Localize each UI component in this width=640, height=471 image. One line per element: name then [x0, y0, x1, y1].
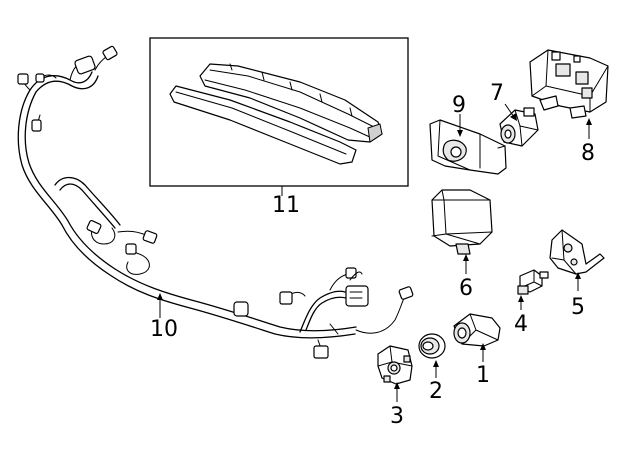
label-part-3: 3	[390, 404, 404, 429]
part-7-camera	[499, 107, 539, 147]
part-11-detail-box	[149, 37, 409, 187]
part-5-sensor-bracket	[549, 229, 605, 275]
label-part-5: 5	[571, 295, 585, 320]
part-labels: 11 10 9 7 8 6 5 4 1 2 3	[150, 81, 595, 429]
part-8-camera-bracket	[529, 49, 609, 119]
label-part-1: 1	[476, 363, 490, 388]
label-part-7: 7	[490, 81, 504, 106]
part-3-sensor-holder	[377, 345, 413, 385]
part-2-sensor-ring	[418, 333, 446, 359]
label-part-6: 6	[459, 276, 473, 301]
label-part-10: 10	[150, 317, 178, 342]
label-part-9: 9	[452, 93, 466, 118]
part-10-wiring-harness	[17, 45, 414, 359]
label-part-4: 4	[514, 312, 528, 337]
label-part-11: 11	[272, 193, 300, 218]
leader-lines	[157, 103, 592, 402]
part-9-bracket	[429, 119, 507, 175]
label-part-8: 8	[581, 141, 595, 166]
part-1-parking-sensor	[453, 313, 501, 347]
part-6-control-module	[431, 189, 493, 255]
label-part-2: 2	[429, 379, 443, 404]
part-4-sensor	[517, 269, 549, 295]
